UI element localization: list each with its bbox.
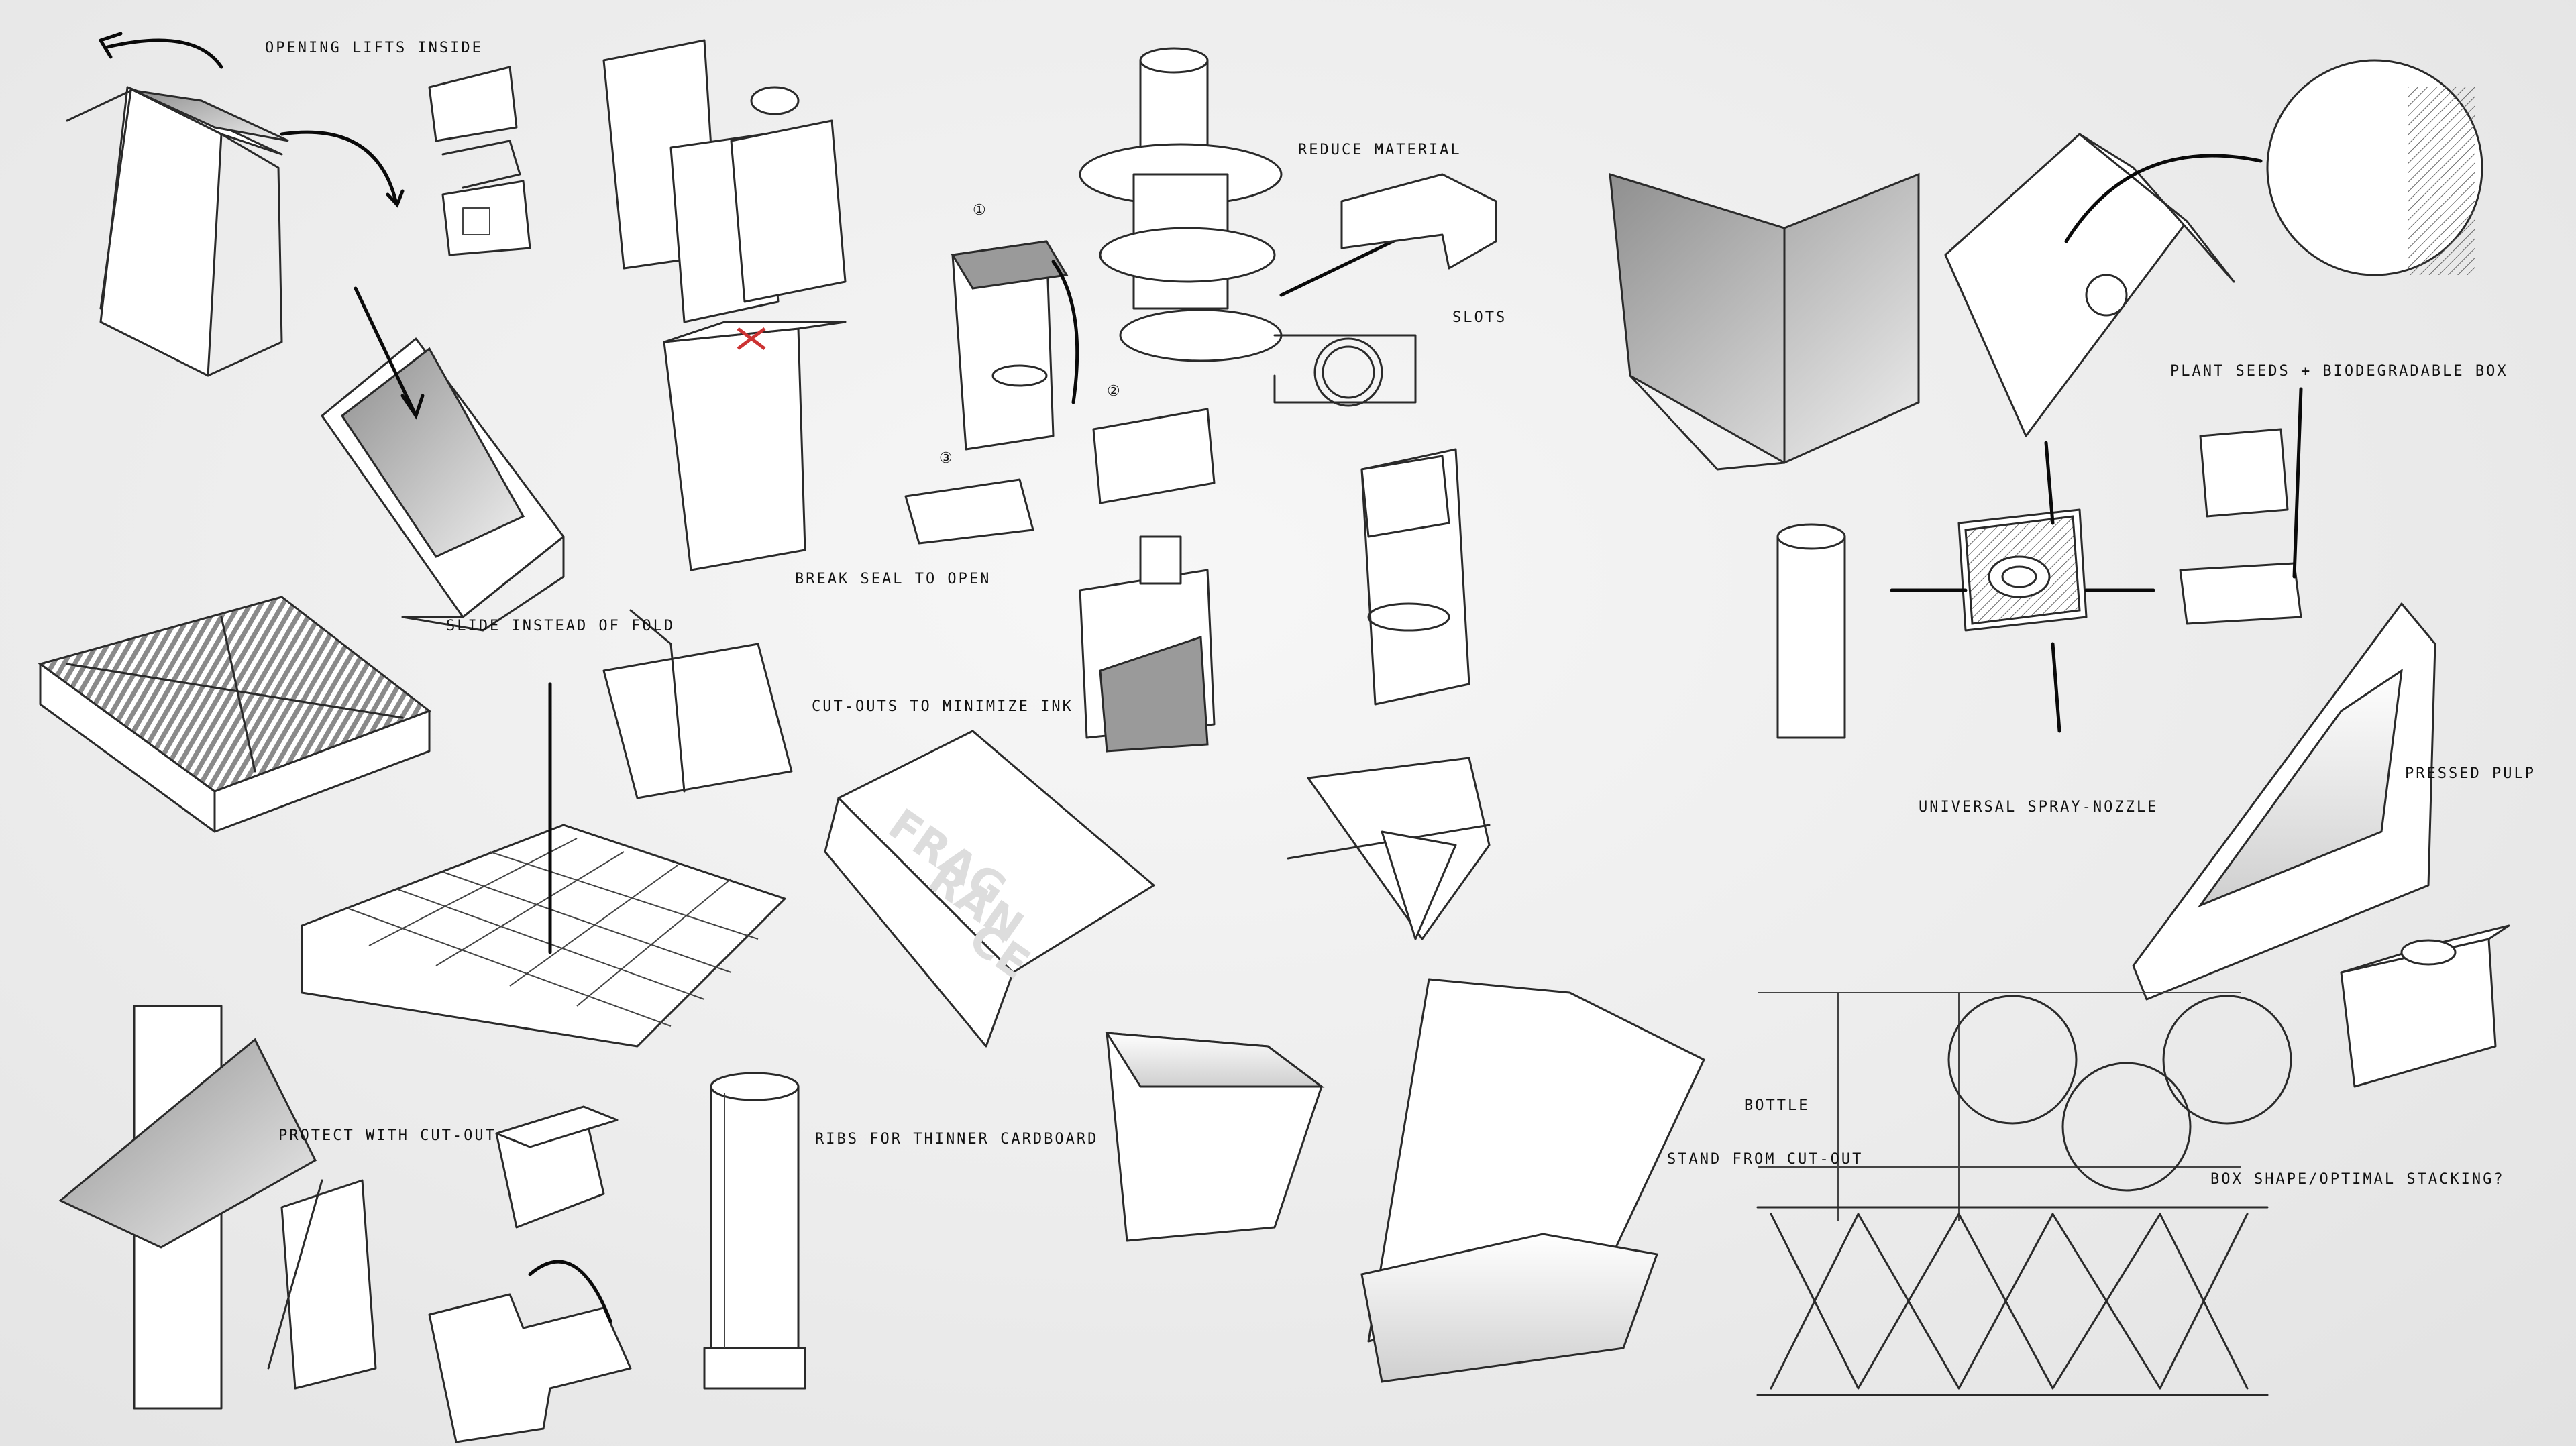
label-slide-instead-of-fold: Slide instead of fold [446,618,675,634]
sketch-lid-box [66,32,405,377]
sketch-cube-net [428,1105,632,1443]
label-plant-seeds: Plant seeds + biodegradable box [2170,363,2508,380]
sketch-stacking-diagram [1756,992,2292,1396]
sketch-spray-nozzle [1776,387,2303,739]
sketch-ribbon-box [602,609,793,799]
sketch-open-tray [1105,1032,1325,1242]
label-spray-nozzle: Universal spray-nozzle [1919,799,2158,816]
sketch-cylinders [1079,47,1497,407]
sketch-seal-boxes [602,39,847,571]
curved-arrow-icon [105,38,223,69]
step-3-label: ③ [939,450,955,467]
cross-mark-icon [737,327,766,350]
sketch-shaded-box [1609,172,1920,471]
sketch-fragrance-box: FRAG RAN CE [824,730,1155,1048]
sketch-ribbed-cylinder [703,1072,806,1390]
sketch-protect-cutout [58,1005,377,1410]
sketch-seed-box [1944,59,2483,437]
label-ribs: Ribs for thinner cardboard [815,1131,1098,1148]
sketch-dispenser-box: ① ② ③ [904,202,1216,753]
label-cut-outs: Cut-outs to minimize ink [812,698,1073,715]
straight-arrow-icon [354,286,418,418]
sketch-insert-boxes [428,66,531,256]
sketch-big-stand [1360,978,1705,1383]
label-protect-cut-out: Protect with cut-out [278,1127,496,1144]
sketch-pattern-tray [38,596,432,833]
curved-arrow-icon [528,1260,612,1323]
curved-arrow-icon [2064,154,2263,243]
sketch-grid-tray [301,682,786,1048]
label-pressed-pulp: Pressed pulp [2405,765,2536,782]
label-box-shape-stacking: Box shape/optimal stacking? [2210,1171,2505,1188]
sketch-stand-box [1360,448,1470,706]
label-bottle: Bottle [1744,1097,1809,1114]
label-stand-from-cut-out: Stand from cut-out [1667,1151,1863,1168]
curved-arrow-icon [280,130,398,203]
curved-arrow-icon [1051,260,1079,404]
label-slots: Slots [1452,309,1507,326]
sketch-slide-box [321,286,565,632]
step-1-label: ① [973,202,988,219]
label-reduce-material: Reduce material [1298,142,1462,158]
label-opening-lifts-inside: Opening lifts inside [265,40,483,56]
label-break-seal: Break seal to open [795,571,991,588]
sketch-small-stack [2340,924,2510,1088]
annotation-labels: Opening lifts inside Slide instead of fo… [265,40,2536,1188]
step-2-label: ② [1107,383,1122,400]
sketch-pressed-pulp [2132,602,2436,1001]
sketch-cradle [1287,757,1491,940]
